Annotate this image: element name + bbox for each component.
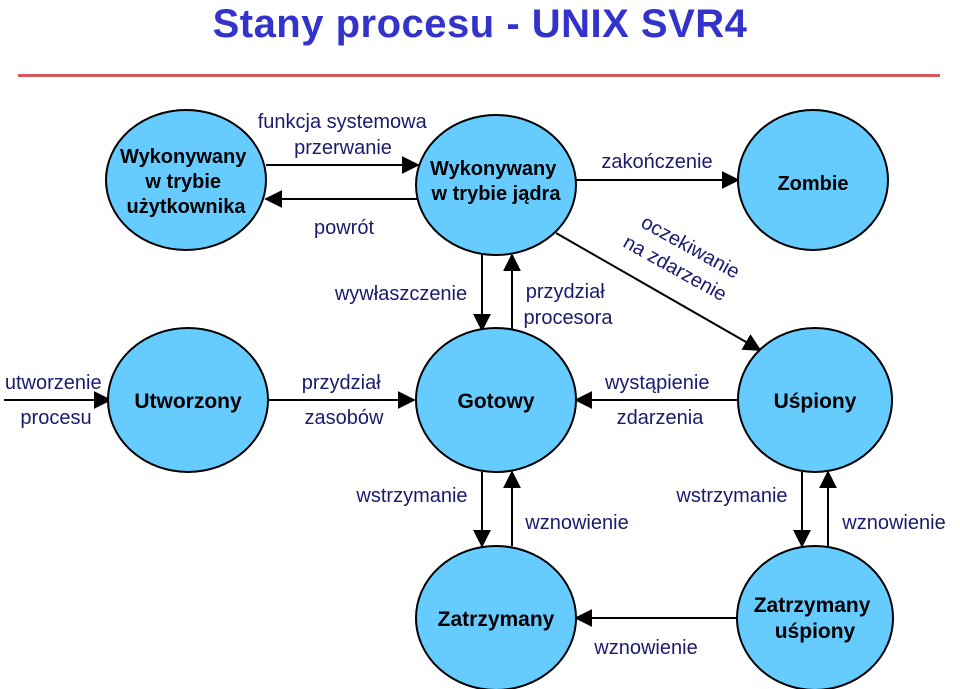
label-resume-ready: wznowienie [524, 512, 628, 534]
node-zombie [737, 109, 889, 251]
label-stop-ready: wstrzymanie [355, 485, 467, 507]
node-ready-label: Gotowy [458, 390, 535, 413]
node-user-mode [105, 109, 267, 251]
nodes [105, 109, 894, 689]
node-kernel-mode [415, 114, 577, 256]
label-wait-event: oczekiwanie na zdarzenie [619, 208, 748, 308]
node-kernel-mode-label: Wykonywany w trybie jądra [430, 158, 562, 205]
edge-wait-event [555, 232, 762, 351]
label-event-occurrence: wystąpienie zdarzenia [604, 372, 715, 429]
label-cpu-assign: przydział procesora [524, 281, 614, 329]
label-stop-sleeping: wstrzymanie [675, 485, 787, 507]
label-termination: zakończenie [601, 151, 712, 173]
label-resume-stopped: wznowienie [593, 637, 697, 659]
node-sleeping-label: Uśpiony [774, 390, 857, 413]
node-ready [415, 327, 577, 473]
node-created [107, 327, 269, 473]
label-return: powrót [314, 217, 374, 239]
node-stopped-sleeping-label: Zatrzymany uśpiony [754, 594, 877, 643]
title-divider [18, 74, 940, 77]
label-preemption: wywłaszczenie [334, 283, 467, 305]
label-resource-assign: przydział zasobów [302, 372, 386, 429]
node-zombie-label: Zombie [777, 173, 848, 195]
page-title: Stany procesu - UNIX SVR4 [212, 2, 748, 46]
label-resume-sleeping: wznowienie [841, 512, 945, 534]
label-syscall: funkcja systemowa przerwanie [258, 111, 433, 159]
node-stopped-sleeping [736, 545, 894, 689]
label-process-creation: utworzenie procesu [5, 372, 107, 429]
node-stopped [415, 545, 577, 689]
edges [4, 156, 837, 627]
node-labels: Wykonywany w trybie użytkownika Wykonywa… [120, 146, 877, 643]
node-stopped-label: Zatrzymany [438, 608, 555, 631]
node-user-mode-label: Wykonywany w trybie użytkownika [120, 146, 252, 218]
node-created-label: Utworzony [134, 390, 242, 413]
node-sleeping [737, 327, 893, 473]
